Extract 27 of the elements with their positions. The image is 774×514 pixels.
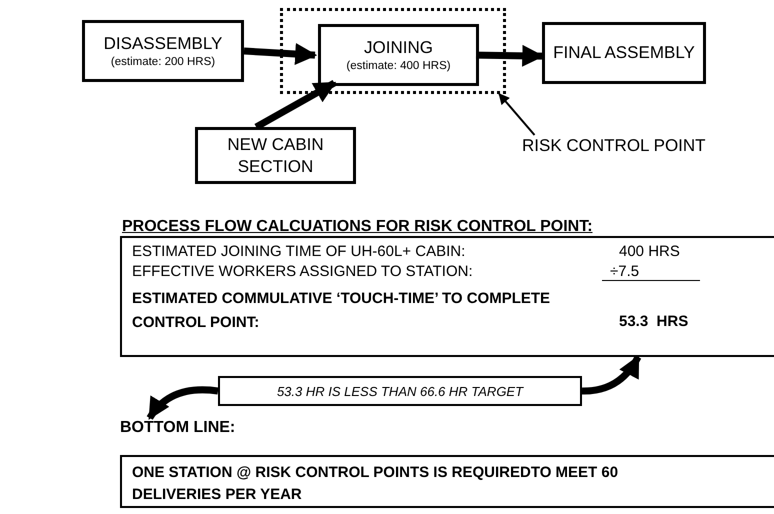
box-title: FINAL ASSEMBLY	[553, 42, 695, 64]
arrow	[146, 386, 218, 420]
row-value: 53.3 HRS	[619, 313, 688, 330]
section-heading: PROCESS FLOW CALCUATIONS FOR RISK CONTROL POINT:	[122, 218, 593, 236]
callout-label: RISK CONTROL POINT	[522, 135, 706, 157]
note-box	[218, 376, 582, 406]
input-box	[195, 127, 356, 184]
box-title: NEW CABIN SECTION	[226, 134, 325, 178]
note-text: 53.3 HR IS LESS THAN 66.6 HR TARGET	[276, 384, 524, 398]
risk-control-region	[280, 8, 506, 94]
process-box	[318, 24, 479, 86]
process-box	[82, 20, 244, 82]
row-value: 400 HRS	[619, 243, 680, 260]
box-title: DISASSEMBLY	[104, 32, 222, 54]
estimate-text: (estimate: 400 HRS)	[346, 58, 451, 74]
row-label: EFFECTIVE WORKERS ASSIGNED TO STATION:	[132, 263, 473, 280]
box-title: JOINING	[364, 36, 433, 58]
arrow	[244, 42, 318, 65]
arrow	[582, 355, 642, 394]
section-heading: BOTTOM LINE:	[120, 419, 236, 437]
process-box	[542, 22, 706, 84]
row-value: ÷7.5	[602, 263, 700, 281]
conclusion-text: ONE STATION @ RISK CONTROL POINTS IS REQUIREDTO MEET 60 DELIVERIES PER YEAR	[132, 463, 620, 505]
row-label: ESTIMATED JOINING TIME OF UH-60L+ CABIN:	[132, 243, 466, 260]
leader-line	[498, 93, 536, 136]
row-label: ESTIMATED COMMULATIVE ‘TOUCH-TIME’ TO COMPLETE CONTROL POINT:	[132, 289, 552, 333]
estimate-text: (estimate: 200 HRS)	[110, 54, 216, 70]
